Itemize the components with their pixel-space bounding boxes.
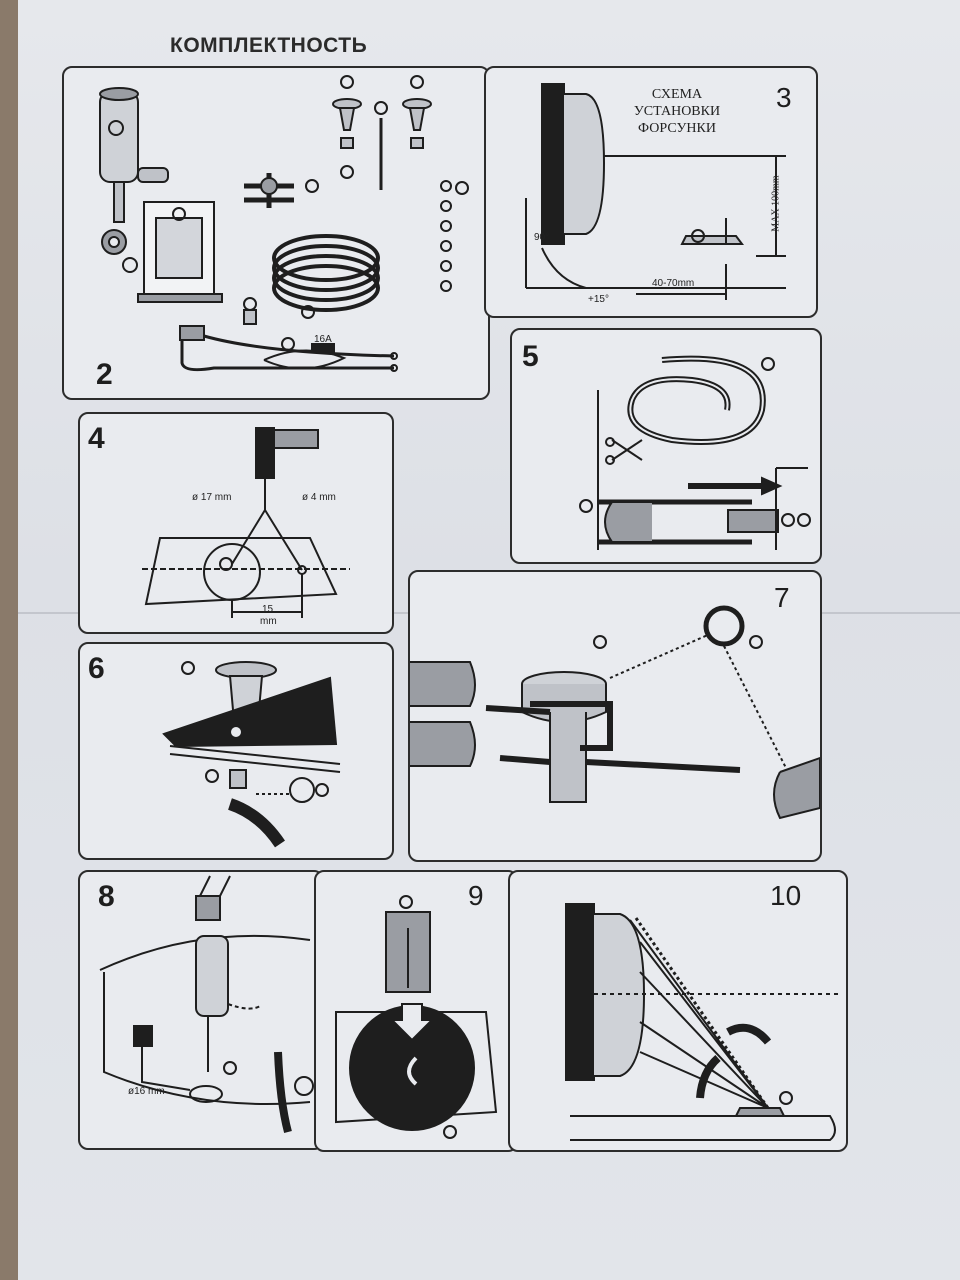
large-hole-diameter: ø 17 mm [192, 492, 232, 503]
panel-hose-cutting: 5 [510, 328, 822, 564]
instruction-sheet: КОМПЛЕКТНОСТЬ [18, 0, 960, 1280]
angle-label: 90° [534, 232, 550, 243]
panel-hose-connection: 7 [408, 570, 822, 862]
panel-number: 7 [774, 582, 790, 613]
tilt-label: +15° [588, 294, 609, 305]
nozzle-adjust-illustration [335, 895, 498, 1139]
mounting-hole-label: ø16 mm [128, 1086, 165, 1097]
spacing-unit: mm [260, 616, 277, 627]
panel-spray-alignment: 10 [508, 870, 848, 1152]
panel-screw-mounting: 6 [78, 642, 394, 860]
scheme-caption-line-1: СХЕМА [651, 87, 703, 102]
scheme-caption: СХЕМА УСТАНОВКИ ФОРСУНКИ [612, 86, 742, 137]
panel-number: 10 [770, 880, 802, 911]
panel-number: 4 [88, 422, 105, 455]
panel-nozzle-adjust: 9 [314, 870, 518, 1152]
screw-mounting-illustration [162, 661, 341, 848]
small-hole-diameter: ø 4 mm [302, 492, 336, 503]
panel-number: 9 [468, 880, 484, 911]
panel-kit-contents: 2 16A [62, 66, 490, 400]
scheme-caption-line-2: УСТАНОВКИ [633, 104, 721, 119]
spray-alignment-illustration [565, 903, 840, 1141]
hose-connection-illustration [410, 605, 820, 820]
scheme-caption-line-3: ФОРСУНКИ [638, 121, 716, 136]
fuse-rating-label: 16A [314, 334, 332, 345]
distance-label: 40-70mm [652, 278, 695, 289]
panel-pump-installation: 8 ø16 mm [78, 870, 324, 1150]
panel-number: 5 [522, 340, 539, 373]
kit-contents-illustration [99, 75, 469, 372]
panel-number: 3 [776, 82, 792, 113]
spacing-value: 15 [262, 604, 274, 615]
panel-number: 6 [88, 652, 105, 685]
nozzle-scheme-illustration [525, 83, 786, 300]
panel-drilling: 4 ø 17 mm ø 4 mm 15 mm [78, 412, 394, 634]
panel-nozzle-scheme: 3 СХЕМА УСТАНОВКИ ФОРСУНКИ MAX 100mm 90°… [484, 66, 818, 318]
max-height-label: MAX 100mm [770, 175, 782, 232]
panel-number: 2 [96, 358, 113, 391]
panel-number: 8 [98, 880, 115, 913]
drilling-illustration [142, 427, 350, 618]
pump-installation-illustration [99, 875, 314, 1134]
page-title: КОМПЛЕКТНОСТЬ [170, 34, 368, 57]
hose-cutting-illustration [579, 355, 811, 550]
